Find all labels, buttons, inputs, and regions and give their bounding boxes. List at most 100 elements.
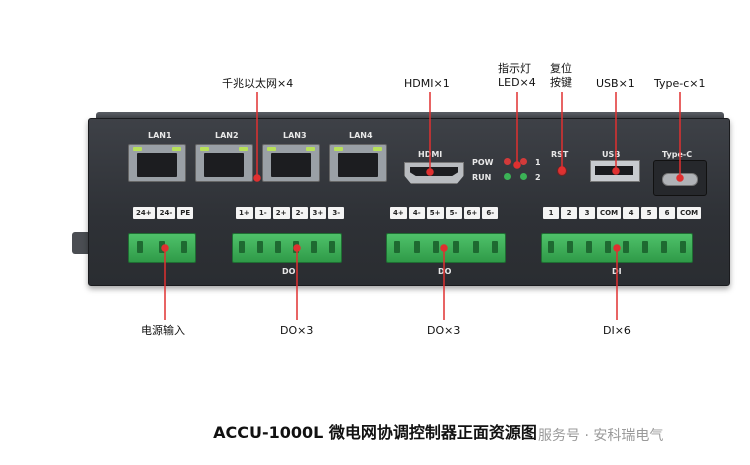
power-pin-labels: 24+24-PE [133,207,194,219]
pow-led [504,158,511,165]
reset-callout-line2: 按键 [550,76,572,89]
do1-pin-label: 2- [291,207,308,219]
di-terminal-pin [679,241,686,253]
reset-callout-dot [558,166,566,174]
do2-pin-label: 4+ [390,207,407,219]
di-pin-label: 1 [543,207,559,219]
di-pin-label: COM [677,207,702,219]
lan3-label: LAN3 [283,131,307,140]
di-terminal-pin [604,241,611,253]
do2-pin-label: 5- [445,207,462,219]
lan2-label: LAN2 [215,131,239,140]
usb-callout: USB×1 [596,77,635,90]
do1-terminal-pin [275,241,281,253]
lan1-port[interactable] [128,144,186,182]
run-led [504,173,511,180]
di-terminal-pin [623,241,630,253]
lan2-port[interactable] [195,144,253,182]
led1-number: 1 [535,158,541,167]
lan4-led-left [334,147,343,151]
lan3-port[interactable] [262,144,320,182]
led-callout-line2: LED×4 [498,76,536,89]
device-top-edge [96,112,724,120]
lan1-led-right [172,147,181,151]
typec-callout: Type-c×1 [654,77,706,90]
power-terminal-pin [137,241,143,253]
do2-callout: DO×3 [427,324,461,337]
lan3-led-right [306,147,315,151]
run-label: RUN [472,173,492,182]
typec-panel-label: Type-C [662,150,693,159]
usb-callout-dot [612,167,620,175]
di-pin-label: COM [597,207,622,219]
di-terminal-pin [642,241,649,253]
lan2-led-left [200,147,209,151]
power-terminal-pin [181,241,187,253]
watermark: 服务号 · 安科瑞电气 [538,428,664,444]
do2-pin-labels: 4+4-5+5-6+6- [390,207,499,219]
lan4-label: LAN4 [349,131,373,140]
lan4-port[interactable] [329,144,387,182]
di-callout: DI×6 [603,324,631,337]
lan4-socket [338,153,378,177]
led-1 [520,158,527,165]
power-pin-label: 24- [156,207,176,219]
pow-label: POW [472,158,494,167]
do2-terminal-pin [433,241,440,253]
di-pin-label: 4 [623,207,640,219]
usb-panel-label: USB [602,150,621,159]
diagram-title: ACCU-1000L 微电网协调控制器正面资源图 [213,423,537,442]
di-terminal-pin [548,241,555,253]
power-pin-label: PE [177,207,194,219]
rst-label: RST [551,150,569,159]
hdmi-callout: HDMI×1 [404,77,450,90]
do1-terminal-pin [257,241,263,253]
lan-callout-dot [253,174,261,182]
do1-pin-label: 2+ [272,207,290,219]
reset-callout-line1: 复位 [550,62,572,75]
lan1-socket [137,153,177,177]
do1-callout: DO×3 [280,324,314,337]
do1-pin-label: 1+ [236,207,253,219]
di-pin-label: 2 [561,207,577,219]
lan3-socket [271,153,311,177]
do1-pin-label: 1- [254,207,271,219]
do2-pin-label: 6- [482,207,499,219]
power-pin-label: 24+ [133,207,155,219]
do2-callout-dot [440,244,448,252]
power-callout: 电源输入 [141,324,185,337]
do1-pin-labels: 1+1-2+2-3+3- [236,207,345,219]
do2-pin-label: 4- [408,207,425,219]
do1-terminal-pin [329,241,335,253]
led-2 [520,173,527,180]
do1-pin-label: 3- [328,207,345,219]
do1-callout-dot [293,244,301,252]
do2-terminal-pin [413,241,420,253]
lan2-socket [204,153,244,177]
lan-callout: 千兆以太网×4 [222,77,294,90]
hdmi-callout-dot [426,168,434,176]
lan1-led-left [133,147,142,151]
do2-terminal-pin [492,241,499,253]
mounting-tab [72,232,90,254]
lan1-label: LAN1 [148,131,172,140]
di-pin-label: 6 [659,207,676,219]
lan2-led-right [239,147,248,151]
power-callout-dot [161,244,169,252]
do2-pin-label: 6+ [463,207,481,219]
do1-pin-label: 3+ [309,207,327,219]
led2-number: 2 [535,173,541,182]
do2-pin-label: 5+ [426,207,444,219]
do2-terminal-pin [452,241,459,253]
do2-terminal-pin [472,241,479,253]
di-callout-dot [613,244,621,252]
do1-panel-label: DO [282,267,296,276]
di-terminal-pin [660,241,667,253]
di-terminal-pin [567,241,574,253]
do1-terminal-pin [239,241,245,253]
do1-terminal-pin [311,241,317,253]
hdmi-port[interactable] [404,162,464,184]
